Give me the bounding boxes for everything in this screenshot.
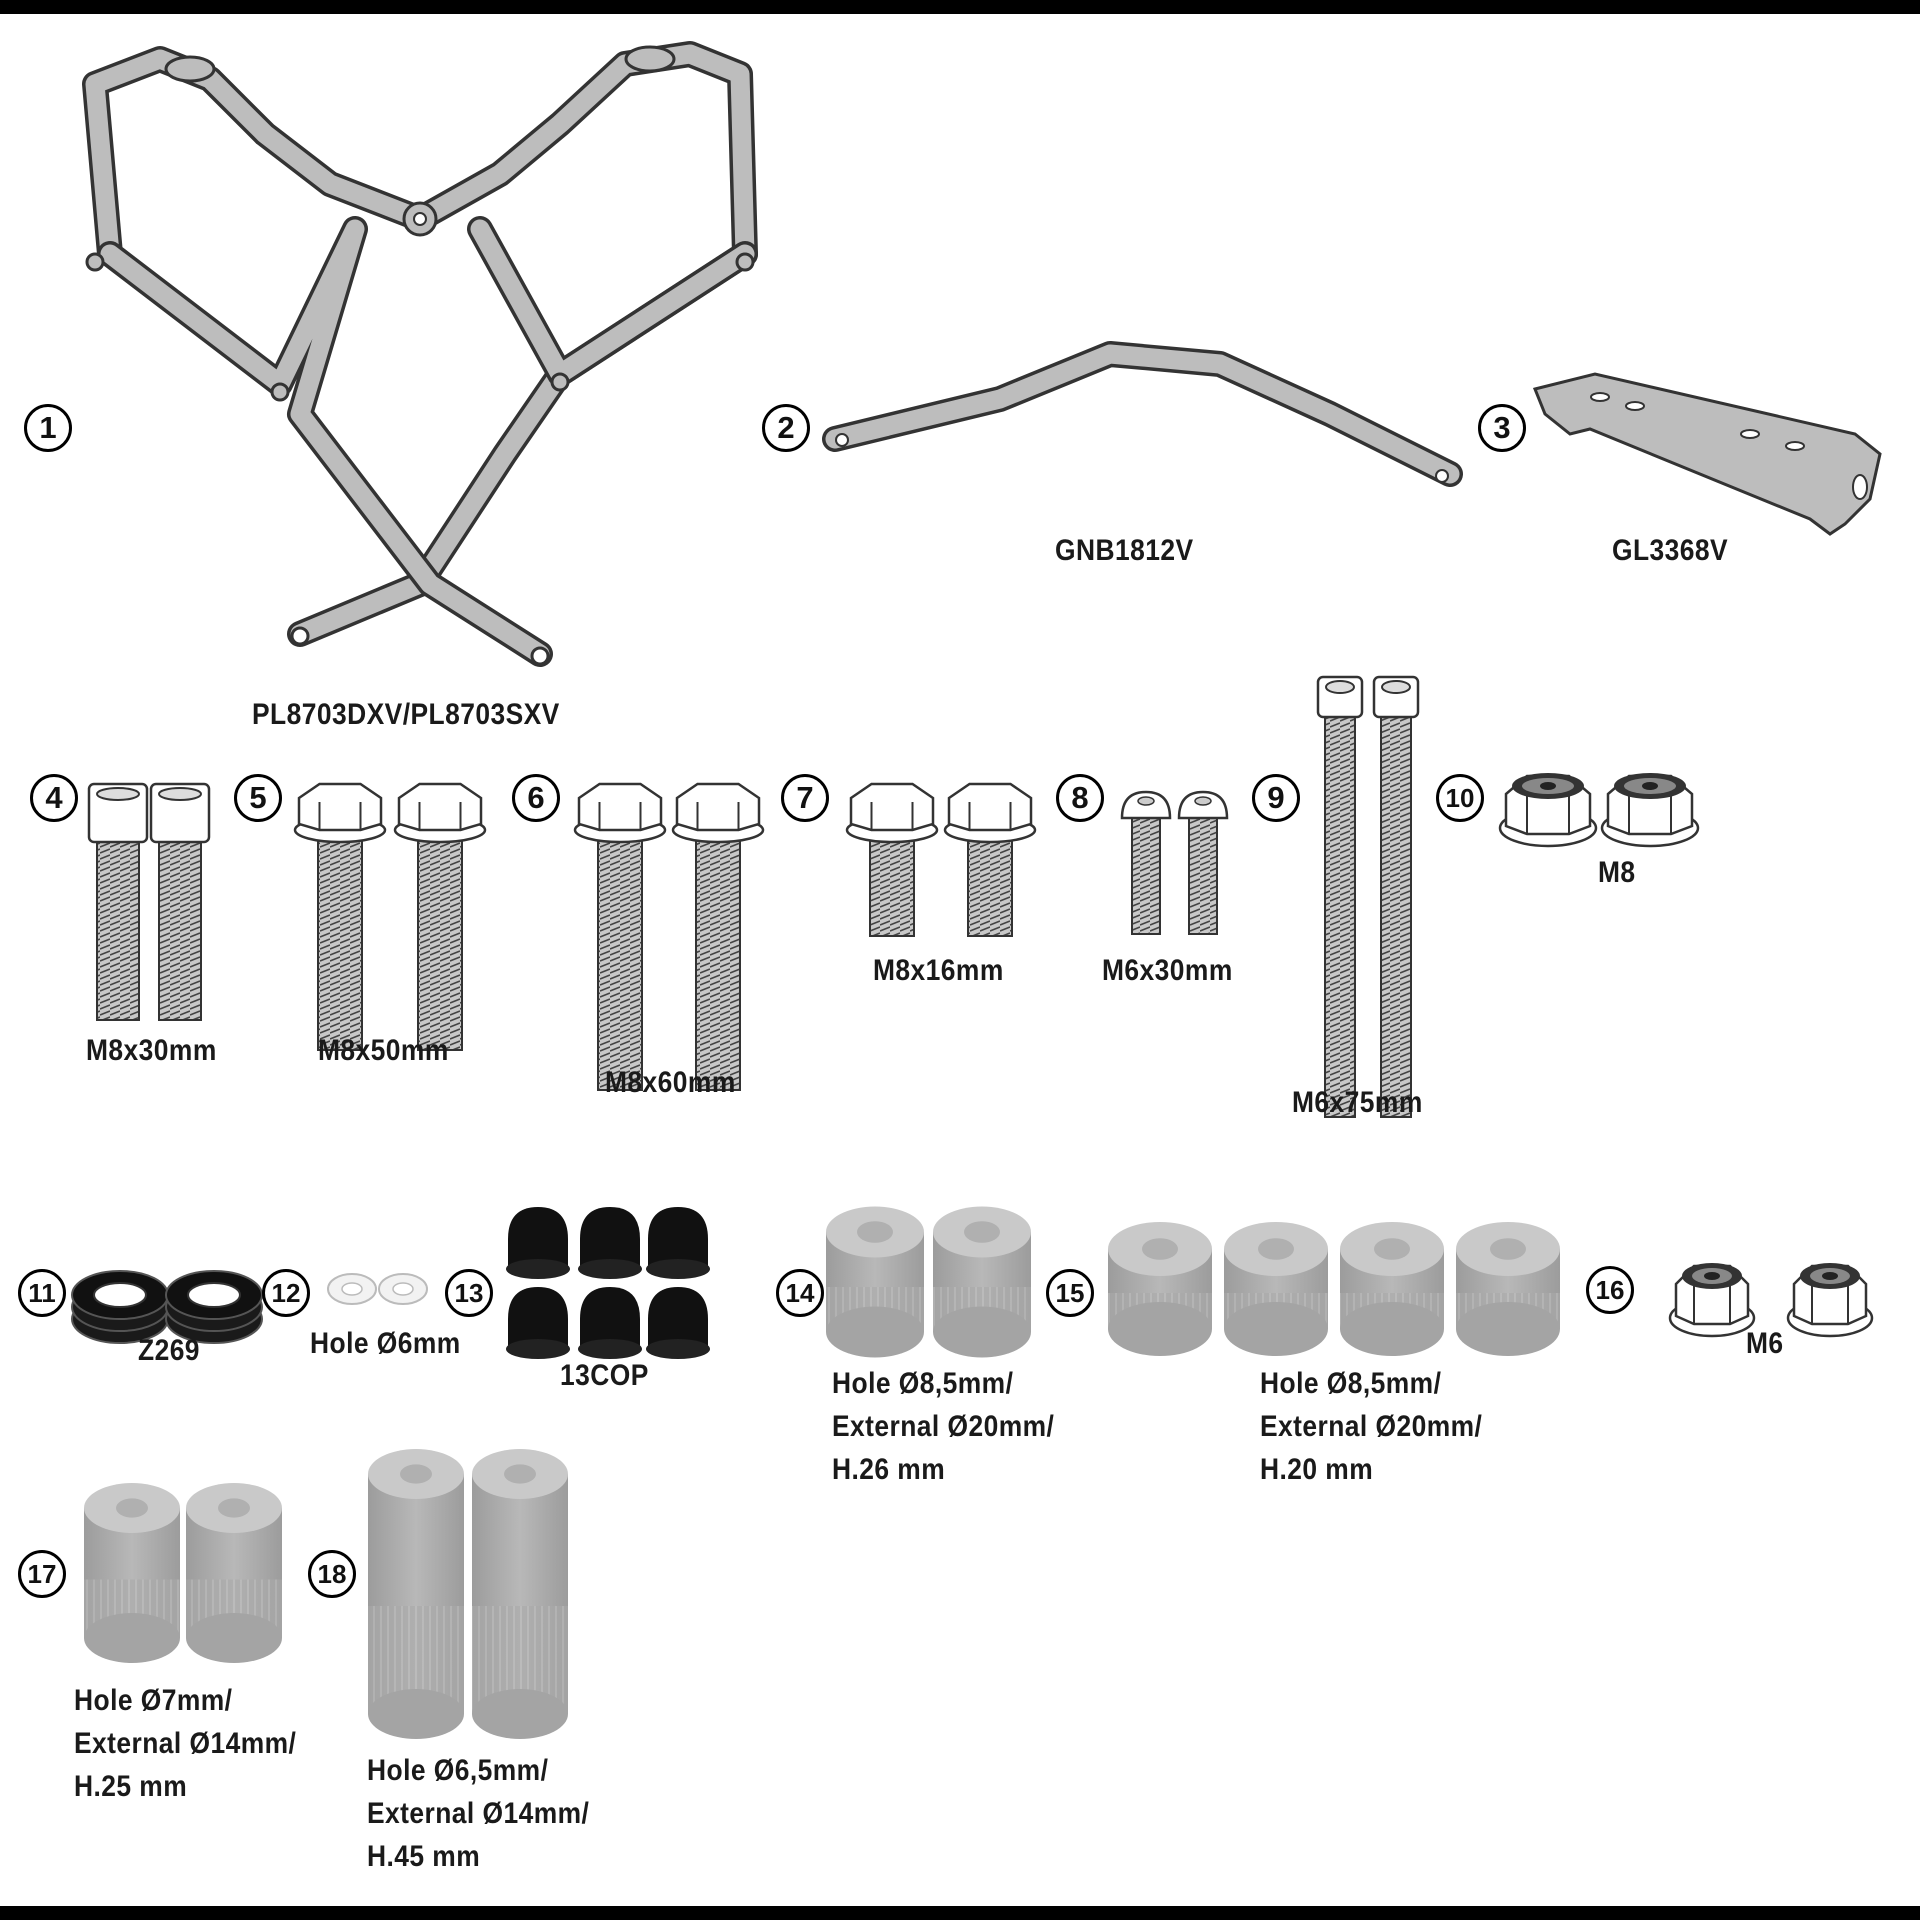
spacer-h20 [1224, 1221, 1328, 1357]
part-number-badge-8: 8 [1056, 774, 1104, 822]
part-number-badge-16: 16 [1586, 1266, 1634, 1314]
spacer-h45 [472, 1449, 568, 1739]
spacer-h26 [826, 1206, 924, 1358]
part-number-badge-2: 2 [762, 404, 810, 452]
part-number-badge-18: 18 [308, 1550, 356, 1598]
spacer-h25 [186, 1483, 282, 1663]
flange-bolt-m8x50 [293, 782, 387, 1051]
button-bolt-m6x30 [1120, 790, 1172, 935]
parts-diagram-sheet: 1 2 3 4 5 6 7 8 9 10 11 12 13 14 15 16 1… [0, 14, 1920, 1906]
part-label-2: GNB1812V [1055, 534, 1194, 567]
flange-bolt-m8x60 [573, 782, 667, 1091]
washer [327, 1273, 377, 1305]
part-label-9: M6x75mm [1292, 1086, 1423, 1119]
part-number-badge-14: 14 [776, 1269, 824, 1317]
socket-bolt-m6x75 [1372, 675, 1420, 1118]
part-number-badge-15: 15 [1046, 1269, 1094, 1317]
part-label-5: M8x50mm [318, 1034, 449, 1067]
part-number-badge-5: 5 [234, 774, 282, 822]
washer [378, 1273, 428, 1305]
spacer-h20 [1108, 1221, 1212, 1357]
rubber-grommet [71, 1270, 169, 1344]
part-label-18: Hole Ø6,5mm/ External Ø14mm/ H.45 mm [367, 1754, 590, 1873]
bracket-drawing [1532, 372, 1882, 536]
socket-bolt-m8x30 [149, 782, 211, 1021]
part-label-10: M8 [1598, 856, 1636, 889]
m6-nut [1786, 1263, 1874, 1338]
part-label-8: M6x30mm [1102, 954, 1233, 987]
m6-nut [1668, 1263, 1756, 1338]
parts-illustration [71, 41, 1882, 1739]
cross-bar-drawing [822, 341, 1463, 487]
spacer-h26 [933, 1206, 1031, 1358]
part-label-3: GL3368V [1612, 534, 1729, 567]
part-label-6: M8x60mm [605, 1066, 736, 1099]
flange-bolt-m8x16 [943, 782, 1037, 937]
part-number-badge-7: 7 [781, 774, 829, 822]
part-number-badge-3: 3 [1478, 404, 1526, 452]
spacer-h20 [1340, 1221, 1444, 1357]
flange-bolt-m8x16 [845, 782, 939, 937]
part-label-17: Hole Ø7mm/ External Ø14mm/ H.25 mm [74, 1684, 297, 1803]
spacer-h25 [84, 1483, 180, 1663]
part-number-badge-17: 17 [18, 1550, 66, 1598]
part-label-11: Z269 [138, 1334, 200, 1367]
small-parts-row [71, 1207, 1874, 1359]
rubber-grommet [165, 1270, 263, 1344]
part-number-badge-11: 11 [18, 1269, 66, 1317]
m8-nut [1498, 773, 1598, 848]
part-number-badge-9: 9 [1252, 774, 1300, 822]
spacer-h20 [1456, 1221, 1560, 1357]
socket-bolt-m8x30 [87, 782, 149, 1021]
screw-cap [646, 1207, 710, 1279]
part-label-1: PL8703DXV/PL8703SXV [252, 698, 560, 731]
part-number-badge-10: 10 [1436, 774, 1484, 822]
m8-nut [1600, 773, 1700, 848]
socket-bolt-m6x75 [1316, 675, 1364, 1118]
part-label-13: 13COP [560, 1359, 649, 1392]
spacers-drawings [84, 1206, 1560, 1739]
screw-cap [506, 1287, 570, 1359]
part-label-7: M8x16mm [873, 954, 1004, 987]
part-label-4: M8x30mm [86, 1034, 217, 1067]
part-label-15: Hole Ø8,5mm/ External Ø20mm/ H.20 mm [1260, 1367, 1483, 1486]
side-case-holder-drawing [82, 41, 758, 667]
screw-cap [578, 1207, 642, 1279]
button-bolt-m6x30 [1177, 790, 1229, 935]
part-number-badge-12: 12 [262, 1269, 310, 1317]
flange-bolt-m8x50 [393, 782, 487, 1051]
part-label-12: Hole Ø6mm [310, 1327, 461, 1360]
part-number-badge-13: 13 [445, 1269, 493, 1317]
flange-bolt-m8x60 [671, 782, 765, 1091]
screw-cap [578, 1287, 642, 1359]
part-label-14: Hole Ø8,5mm/ External Ø20mm/ H.26 mm [832, 1367, 1055, 1486]
part-number-badge-4: 4 [30, 774, 78, 822]
spacer-h45 [368, 1449, 464, 1739]
screw-cap [646, 1287, 710, 1359]
part-label-16: M6 [1746, 1327, 1784, 1360]
part-number-badge-1: 1 [24, 404, 72, 452]
part-number-badge-6: 6 [512, 774, 560, 822]
hardware-row [87, 675, 1700, 1118]
screw-cap [506, 1207, 570, 1279]
